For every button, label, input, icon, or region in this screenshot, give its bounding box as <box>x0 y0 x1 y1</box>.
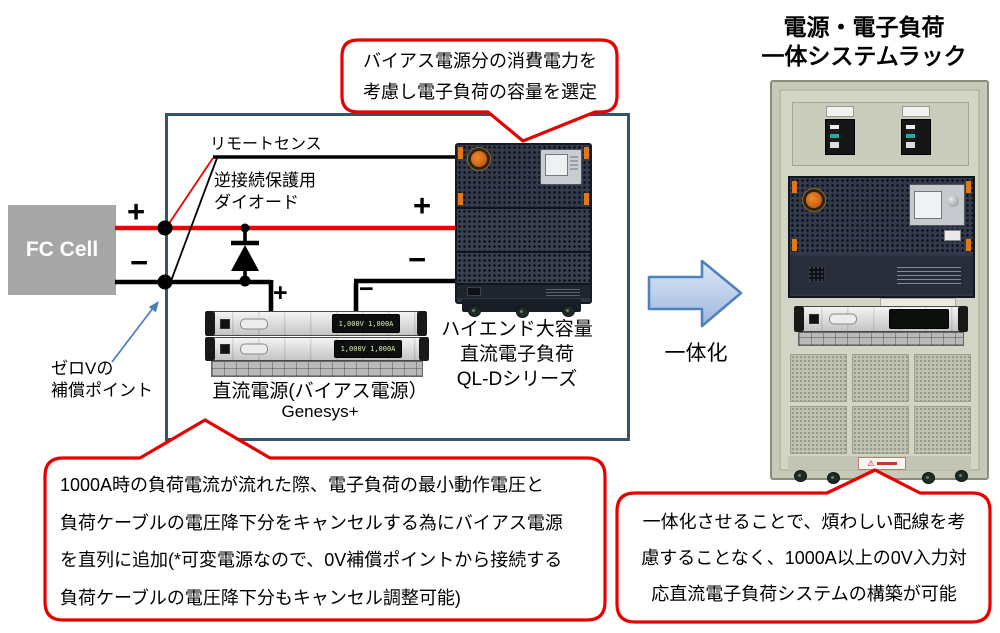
mesh-grille <box>852 406 909 454</box>
power-inlet <box>467 287 481 296</box>
zero-v-pointer-arrow-icon <box>111 301 159 363</box>
corner-tab <box>458 193 463 205</box>
corner-tab <box>966 181 971 193</box>
corner-tab <box>584 147 589 159</box>
rack-bottom-strip: ⚠ <box>788 456 971 470</box>
caster-wheel <box>562 305 575 317</box>
breaker-switch <box>825 119 855 155</box>
brand-logo <box>240 318 268 329</box>
corner-tab <box>792 181 797 193</box>
rack-title: 電源・電子負荷 一体システムラック <box>730 13 998 71</box>
rack-load-face <box>790 178 973 254</box>
bias-supply-unit-2: 1,000V 1,000A <box>205 337 429 377</box>
load-display <box>909 184 965 226</box>
mesh-grille <box>852 354 909 402</box>
rack-ear-left <box>205 337 215 361</box>
fc-cell-box: FC Cell <box>8 205 116 295</box>
rack-title-line2: 一体システムラック <box>761 43 967 69</box>
bottom-left-callout-text: 1000A時の負荷電流が流れた際、電子負荷の最小動作電圧と 負荷ケーブルの電圧降… <box>60 475 563 608</box>
vent-mesh <box>798 332 964 346</box>
warning-icon: ⚠ <box>867 458 875 468</box>
integration-arrow-icon <box>647 259 743 328</box>
electronic-load-tower <box>455 143 592 304</box>
mesh-grille <box>790 354 847 402</box>
rack-load-lower-panel <box>790 256 973 294</box>
fc-cell-label: FC Cell <box>25 238 99 261</box>
rack-ear-right <box>958 306 968 332</box>
caster-wheel <box>468 305 481 317</box>
rack-breaker-panel <box>792 102 969 166</box>
bias-minus-symbol: − <box>359 275 374 303</box>
vent-mesh <box>211 361 423 377</box>
load-mesh-section <box>457 209 590 253</box>
brand-logo <box>829 313 857 325</box>
breaker-sticker <box>902 106 930 117</box>
load-bottom-strip <box>457 285 590 298</box>
vent-slots <box>546 288 580 296</box>
front-display <box>889 309 949 329</box>
load-display <box>540 149 582 185</box>
caster-wheel <box>794 470 807 482</box>
rack-title-line1: 電源・電子負荷 <box>783 14 945 40</box>
load-mesh-section <box>457 253 590 285</box>
bias-plus-symbol: + <box>273 279 288 307</box>
load-top-section <box>457 145 590 209</box>
brand-logo <box>944 230 961 241</box>
power-button <box>809 314 819 324</box>
corner-tab <box>966 239 971 251</box>
load-caster-base <box>462 299 581 318</box>
brand-logo <box>240 343 268 355</box>
breaker-sticker <box>826 106 854 117</box>
caster-wheel <box>827 472 840 484</box>
system-rack: ⚠ <box>770 80 989 484</box>
remote-sense-label: リモートセンス <box>210 136 322 153</box>
corner-tab <box>584 193 589 205</box>
breaker-switch <box>901 119 931 155</box>
caster-wheel <box>955 470 968 482</box>
front-display: 1,000V 1,000A <box>332 314 400 333</box>
spec-sticker <box>897 265 961 284</box>
unit-face: 1,000V 1,000A <box>205 337 429 361</box>
emergency-stop-button <box>471 151 487 167</box>
rack-ear-right <box>417 311 427 336</box>
corner-tab <box>458 147 463 159</box>
bias-supply-unit-1: 1,000V 1,000A <box>205 311 427 336</box>
diode-label: 逆接続保護用 ダイオード <box>214 171 316 212</box>
power-button <box>220 318 230 329</box>
top-callout-text: バイアス電源分の消費電力を 考慮し電子負荷の容量を選定 <box>363 51 597 102</box>
load-label: ハイエンド大容量 直流電子負荷 QL-Dシリーズ <box>441 319 593 390</box>
power-button <box>220 344 230 354</box>
fc-plus-symbol: + <box>127 194 146 229</box>
display-readout: 1,000V 1,000A <box>338 319 394 328</box>
corner-tab <box>792 239 797 251</box>
integration-label: 一体化 <box>664 342 728 365</box>
caster-wheel <box>516 306 529 318</box>
mesh-grille <box>914 354 971 402</box>
rack-ear-left <box>794 306 804 332</box>
rack-electronic-load <box>788 176 975 298</box>
vent-grid <box>808 266 825 282</box>
warning-text-bar <box>876 462 897 465</box>
mesh-grille <box>790 406 847 454</box>
rack-ear-left <box>205 311 215 336</box>
bias-model-label: Genesys+ <box>281 402 359 421</box>
bias-supply-label: 直流電源(バイアス電源） <box>212 381 428 402</box>
load-minus-symbol: − <box>408 242 427 277</box>
caster-wheel <box>922 472 935 484</box>
fc-minus-symbol: − <box>130 245 149 280</box>
mesh-grille <box>914 406 971 454</box>
load-plus-symbol: + <box>413 188 432 223</box>
emergency-stop-button <box>806 192 822 208</box>
rack-ear-right <box>419 337 429 361</box>
rack-bias-supply <box>794 306 968 332</box>
front-display: 1,000V 1,000A <box>334 340 402 358</box>
bottom-right-callout-text: 一体化させることで、煩わしい配線を考 慮することなく、1000A以上の0V入力対… <box>641 512 967 604</box>
display-readout: 1,000V 1,000A <box>340 345 396 353</box>
zero-v-label: ゼロVの 補償ポイント <box>51 359 153 400</box>
warning-sticker: ⚠ <box>858 457 906 470</box>
